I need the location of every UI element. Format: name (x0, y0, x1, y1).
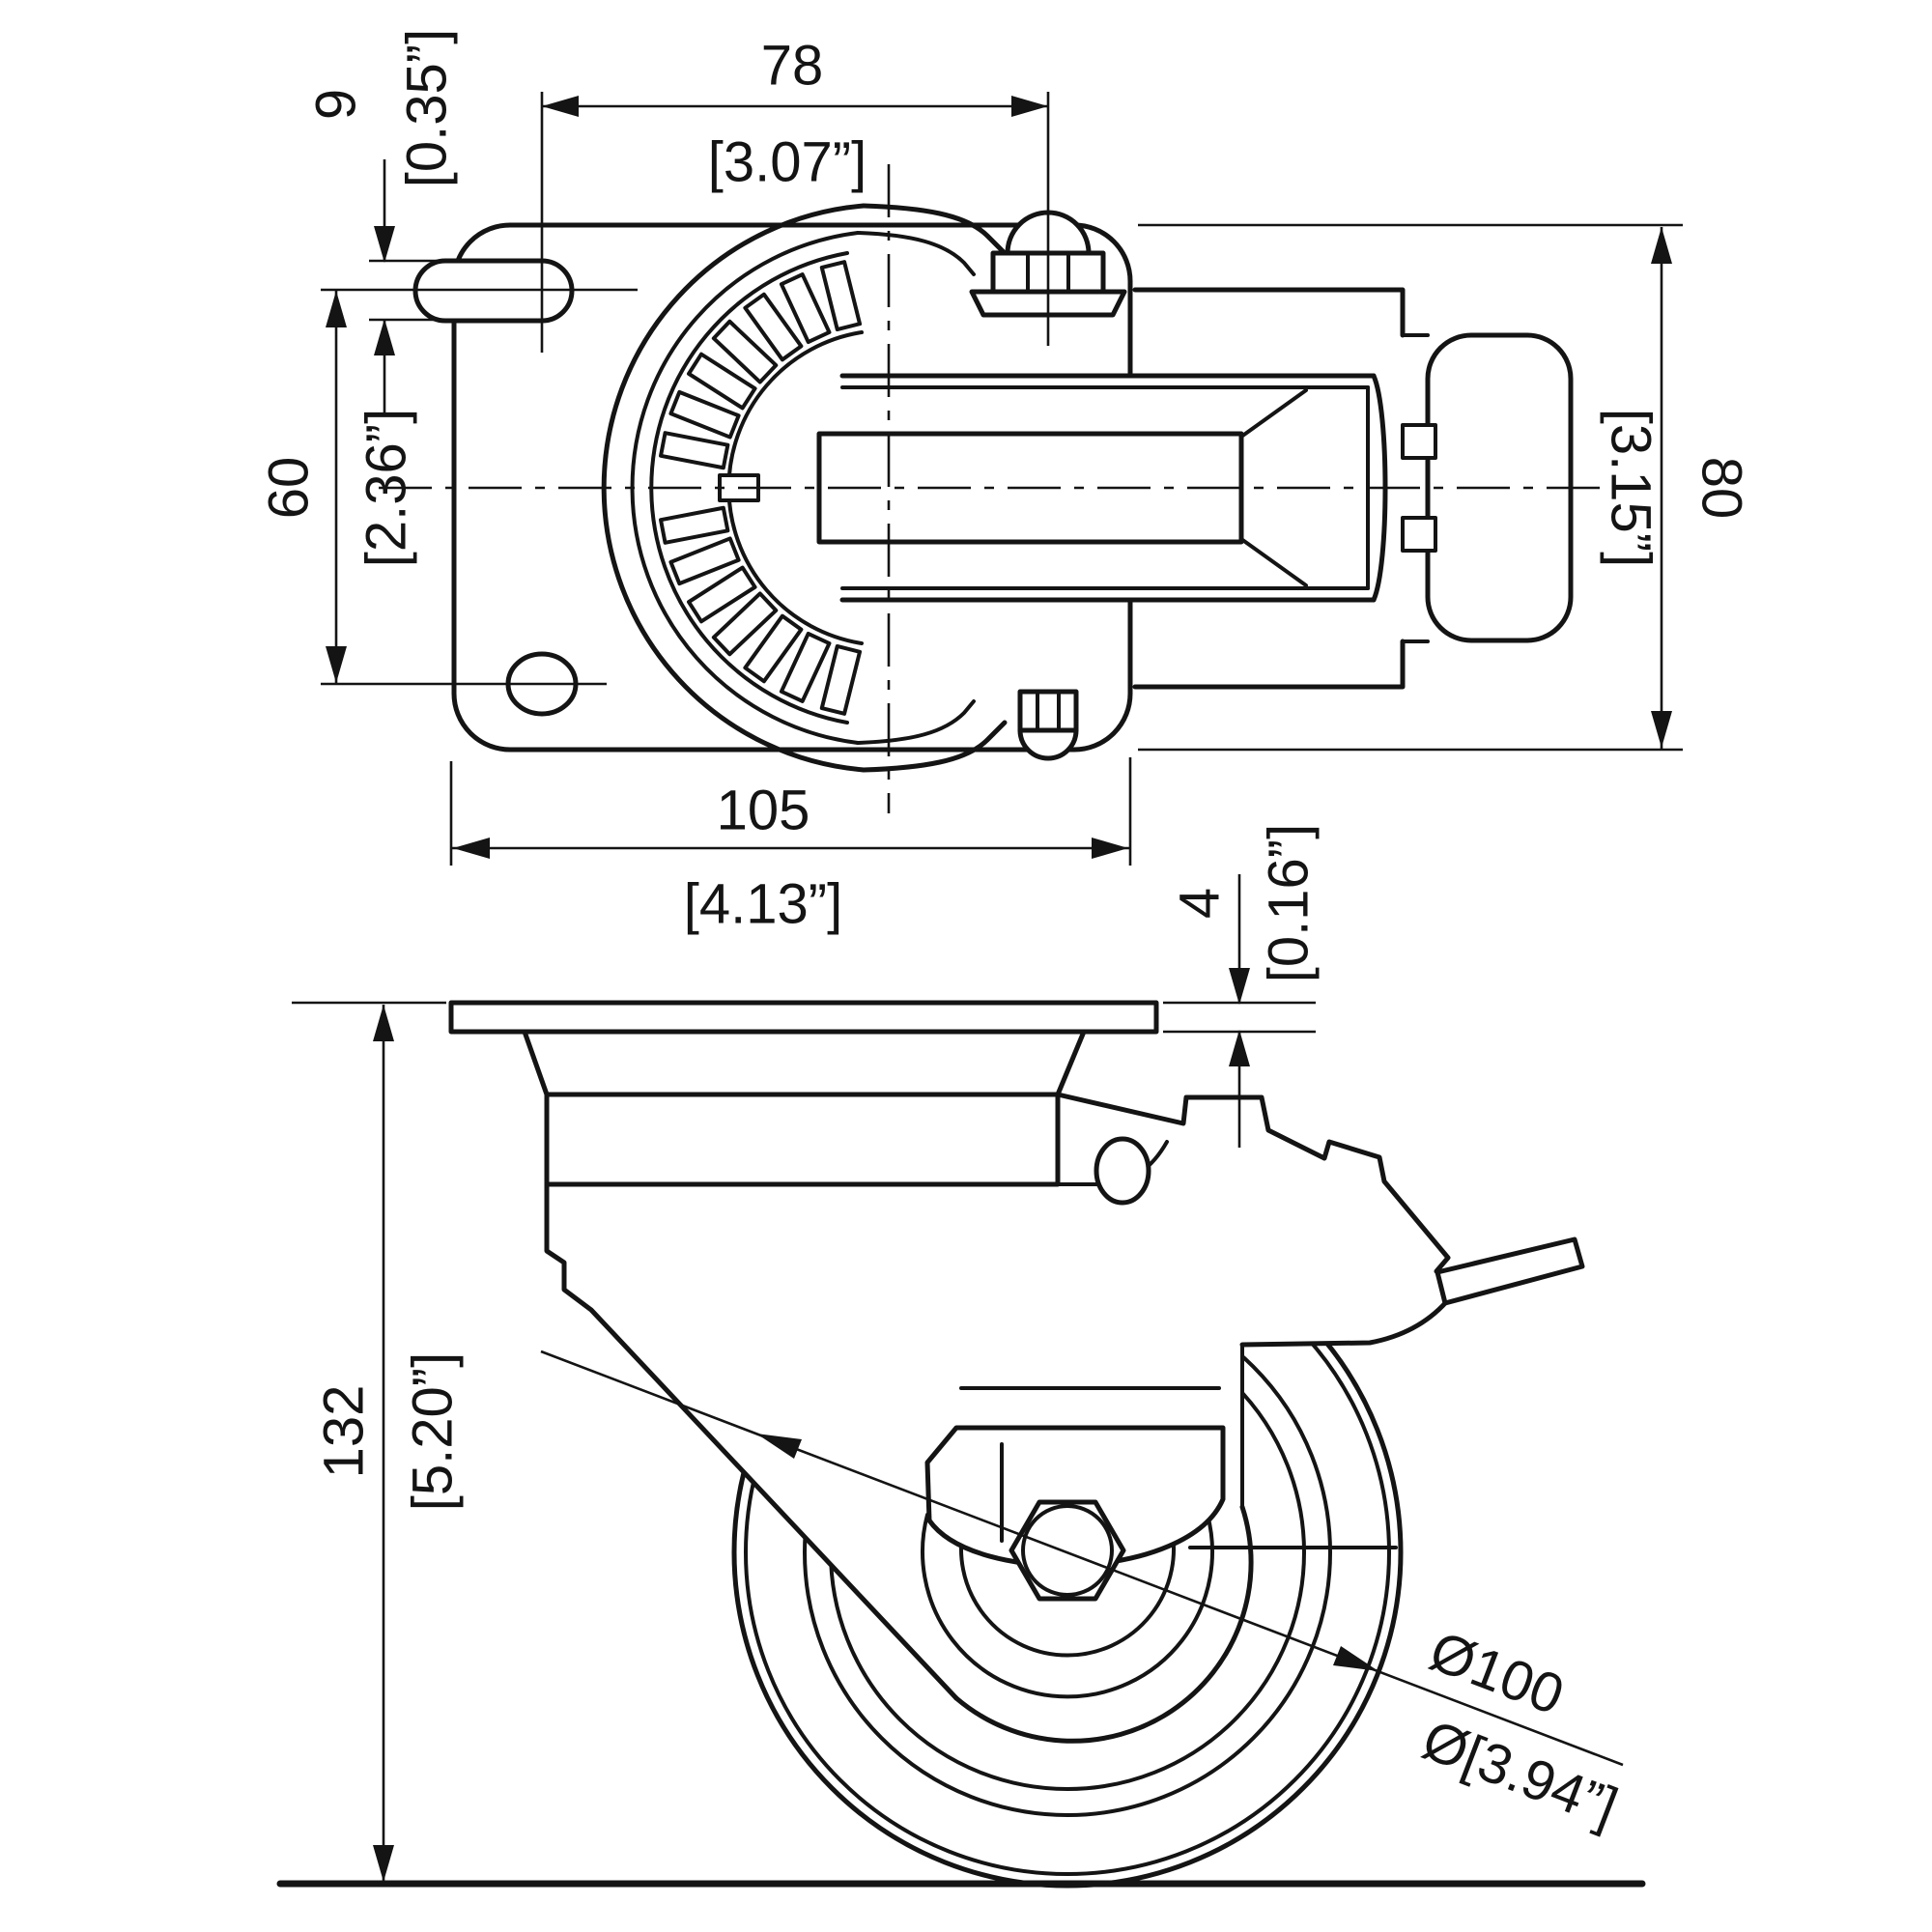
dim-plate-thickness-inch: [0.16”] (1257, 824, 1320, 982)
axle-hex-nut (1009, 1499, 1126, 1602)
swivel-race (544, 1092, 1061, 1187)
fork-outline (544, 1092, 1451, 1744)
swivel-step (522, 1029, 1087, 1097)
dim-hole-spacing-width-inch: [3.07”] (708, 130, 867, 193)
dim-wheel-diameter-inch: Ø[3.94”] (1414, 1708, 1626, 1839)
dim-overall-height-inch: [5.20”] (401, 1352, 464, 1511)
fork-silhouette (547, 1094, 1448, 1742)
dim-overall-height-mm: 132 (312, 1385, 375, 1479)
axle-stud (1017, 689, 1079, 761)
swivel-bearing-housing (601, 203, 1008, 773)
wheel-hub-arc-inner (959, 1522, 1176, 1658)
side-view (276, 1000, 1646, 1889)
dim-slot-width-inch: [0.35”] (395, 29, 458, 187)
dim-slot-width-mm: 9 (304, 89, 367, 120)
wheel-hub-arc-outer (921, 1513, 1214, 1699)
dim-plate-length-mm: 105 (717, 779, 810, 841)
brake-pivot-hole (1094, 1136, 1151, 1206)
dim-hole-spacing-width-mm: 78 (761, 34, 824, 97)
brake-lever (1435, 1236, 1585, 1306)
dim-plate-length-inch: [4.13”] (684, 872, 842, 935)
dimension-lines (292, 92, 1683, 1882)
top-plate-side (448, 1000, 1159, 1035)
dim-plate-height-inch: [3.15”] (1600, 409, 1662, 567)
top-view (379, 164, 1637, 813)
dim-hole-spacing-height-mm: 60 (257, 457, 320, 520)
dim-plate-thickness-mm: 4 (1168, 888, 1231, 919)
axle-nut-circle (1021, 1504, 1114, 1597)
bearing-rollers (659, 260, 863, 716)
dim-hole-spacing-height-inch: [2.36”] (355, 409, 417, 567)
dim-plate-height-mm: 80 (1690, 457, 1753, 520)
